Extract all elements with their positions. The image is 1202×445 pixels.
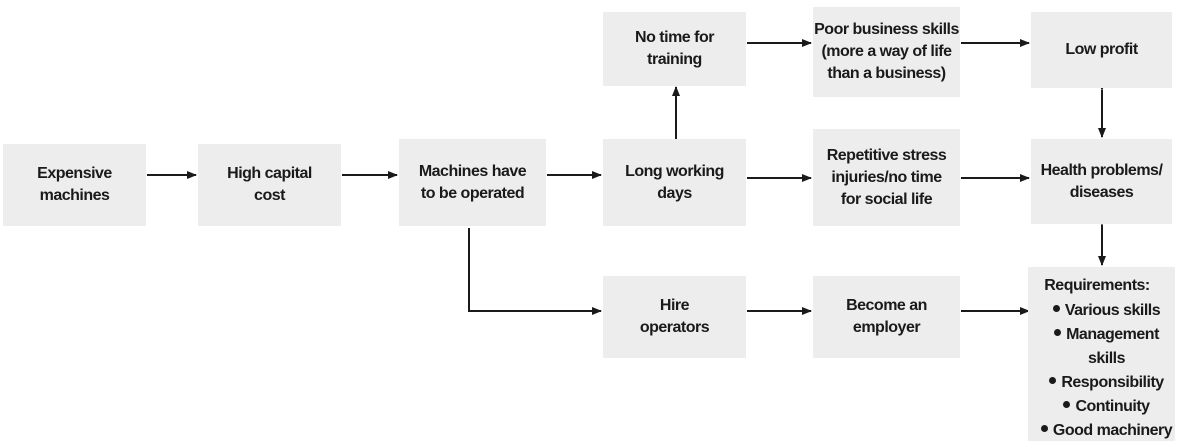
arrow-machines-to-hire [468,228,602,315]
node-poor-business-skills-label: Poor business skills (more a way of life… [814,21,959,82]
requirements-list: Various skills Management skills Respons… [1038,299,1175,443]
requirement-item: Various skills [1038,299,1175,323]
node-high-capital-cost-label: High capital cost [227,165,312,204]
node-long-working-days-label: Long working days [625,162,724,202]
node-no-time-training-label: No time for training [635,29,714,68]
node-high-capital-cost: High capital cost [198,144,341,226]
requirement-item: Management skills [1038,323,1175,371]
bullet-icon [1052,305,1060,313]
node-expensive-machines-label: Expensive machines [37,165,112,204]
node-no-time-training: No time for training [603,12,746,86]
bullet-icon [1040,425,1048,433]
requirement-item-label: Responsibility [1061,374,1164,391]
node-low-profit-label: Low profit [1065,41,1138,58]
node-become-employer: Become an employer [813,276,960,358]
node-become-employer-label: Become an employer [846,297,927,336]
node-repetitive-stress-label: Repetitive stress injuries/no time for s… [826,146,947,208]
requirement-item-label: Various skills [1064,302,1161,319]
node-requirements: Requirements: Various skills Management … [1028,267,1175,441]
node-machines-operated: Machines have to be operated [399,139,546,226]
requirement-item-label: Good machinery [1052,422,1173,439]
bullet-icon [1063,401,1071,409]
requirement-item: Responsibility [1038,371,1175,395]
node-low-profit: Low profit [1031,12,1172,88]
requirement-item: Good machinery [1038,419,1175,443]
bullet-icon [1049,377,1057,385]
node-expensive-machines: Expensive machines [3,144,146,226]
node-hire-operators-label: Hire operators [639,297,710,336]
node-repetitive-stress: Repetitive stress injuries/no time for s… [813,129,960,226]
requirement-item: Continuity [1038,395,1175,419]
node-long-working-days: Long working days [603,139,746,226]
bullet-icon [1054,329,1062,337]
node-poor-business-skills: Poor business skills (more a way of life… [813,7,960,97]
node-machines-operated-label: Machines have to be operated [418,162,527,202]
requirement-item-label: Continuity [1075,398,1150,415]
node-health-problems: Health problems/ diseases [1031,139,1172,224]
node-hire-operators: Hire operators [603,276,746,358]
requirement-item-label: Management skills [1066,326,1159,367]
node-health-problems-label: Health problems/ diseases [1040,161,1163,201]
requirements-title: Requirements: [1044,277,1150,294]
